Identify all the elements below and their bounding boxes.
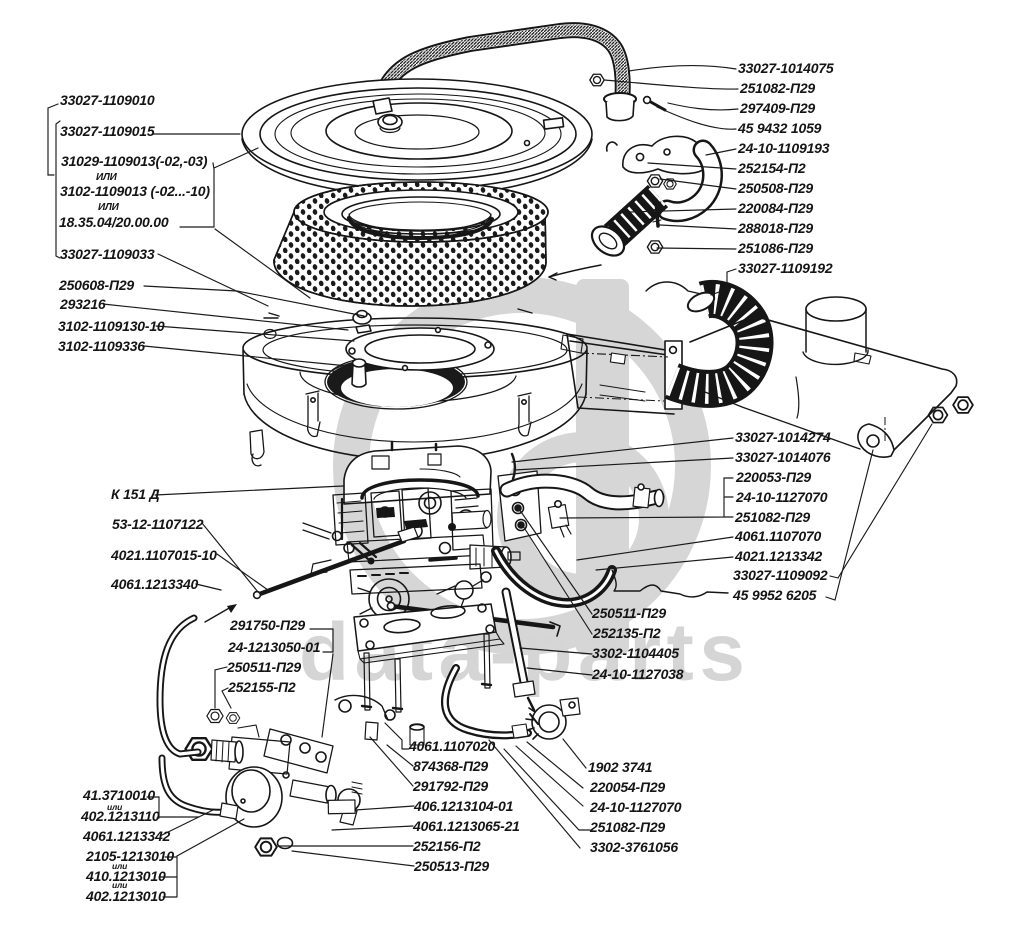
svg-text:4061.1213340: 4061.1213340 <box>110 576 199 592</box>
svg-text:4021.1107015-10: 4021.1107015-10 <box>110 547 217 563</box>
svg-text:4061.1107070: 4061.1107070 <box>734 528 822 544</box>
svg-text:252135-П2: 252135-П2 <box>592 625 661 641</box>
svg-text:288018-П29: 288018-П29 <box>737 220 813 236</box>
svg-text:252154-П2: 252154-П2 <box>737 160 806 176</box>
svg-text:252155-П2: 252155-П2 <box>227 679 296 695</box>
svg-text:3302-3761056: 3302-3761056 <box>590 839 678 855</box>
svg-text:1902 3741: 1902 3741 <box>588 759 653 775</box>
svg-text:220053-П29: 220053-П29 <box>735 469 811 485</box>
svg-text:291750-П29: 291750-П29 <box>229 617 305 633</box>
svg-text:24-10-1127070: 24-10-1127070 <box>589 799 682 815</box>
svg-text:или: или <box>107 802 123 812</box>
svg-text:45 9952 6205: 45 9952 6205 <box>732 587 817 603</box>
svg-text:293216: 293216 <box>59 296 106 312</box>
svg-text:33027-1014075: 33027-1014075 <box>738 60 834 76</box>
svg-text:33027-1014274: 33027-1014274 <box>735 429 831 445</box>
svg-text:18.35.04/20.00.00: 18.35.04/20.00.00 <box>59 214 169 230</box>
svg-text:33027-1109192: 33027-1109192 <box>738 260 833 276</box>
svg-text:406.1213104-01: 406.1213104-01 <box>413 798 514 814</box>
svg-text:33027-1109092: 33027-1109092 <box>733 567 828 583</box>
svg-text:410.1213010: 410.1213010 <box>85 868 166 884</box>
svg-text:3102-1109336: 3102-1109336 <box>58 338 145 354</box>
svg-text:251082-П29: 251082-П29 <box>734 509 810 525</box>
svg-text:45 9432 1059: 45 9432 1059 <box>737 120 822 136</box>
svg-text:250508-П29: 250508-П29 <box>737 180 813 196</box>
svg-text:297409-П29: 297409-П29 <box>739 100 815 116</box>
svg-text:220084-П29: 220084-П29 <box>737 200 813 216</box>
svg-text:4021.1213342: 4021.1213342 <box>734 548 823 564</box>
svg-text:24-10-1127070: 24-10-1127070 <box>735 489 828 505</box>
svg-text:ИЛИ: ИЛИ <box>96 172 118 183</box>
svg-text:33027-1109010: 33027-1109010 <box>60 92 155 108</box>
svg-text:33027-1109015: 33027-1109015 <box>60 123 155 139</box>
svg-text:2105-1213010: 2105-1213010 <box>85 848 174 864</box>
svg-text:874368-П29: 874368-П29 <box>413 758 488 774</box>
svg-text:251082-П29: 251082-П29 <box>589 819 665 835</box>
svg-text:250513-П29: 250513-П29 <box>413 858 489 874</box>
svg-text:или: или <box>112 880 128 890</box>
svg-text:291792-П29: 291792-П29 <box>412 778 488 794</box>
svg-text:250608-П29: 250608-П29 <box>58 277 134 293</box>
svg-text:24-10-1127038: 24-10-1127038 <box>591 666 684 682</box>
svg-text:24-1213050-01: 24-1213050-01 <box>227 639 321 655</box>
svg-text:3302-1104405: 3302-1104405 <box>592 645 679 661</box>
svg-text:или: или <box>112 861 128 871</box>
svg-text:31029-1109013(-02,-03): 31029-1109013(-02,-03) <box>61 153 208 169</box>
svg-text:4061.1107020: 4061.1107020 <box>408 738 496 754</box>
svg-text:33027-1014076: 33027-1014076 <box>735 449 831 465</box>
svg-text:33027-1109033: 33027-1109033 <box>60 246 155 262</box>
svg-text:402.1213010: 402.1213010 <box>85 888 166 904</box>
svg-text:3102-1109130-10: 3102-1109130-10 <box>58 318 165 334</box>
svg-text:4061.1213065-21: 4061.1213065-21 <box>412 818 520 834</box>
svg-text:К 151 Д: К 151 Д <box>111 486 160 502</box>
svg-text:220054-П29: 220054-П29 <box>589 779 665 795</box>
svg-text:250511-П29: 250511-П29 <box>226 659 301 675</box>
svg-text:250511-П29: 250511-П29 <box>591 605 666 621</box>
svg-text:41.3710010: 41.3710010 <box>82 787 155 803</box>
svg-text:402.1213110: 402.1213110 <box>80 808 160 824</box>
svg-text:53-12-1107122: 53-12-1107122 <box>112 516 204 532</box>
svg-text:24-10-1109193: 24-10-1109193 <box>737 140 830 156</box>
svg-text:ИЛИ: ИЛИ <box>98 202 120 213</box>
svg-text:251086-П29: 251086-П29 <box>737 240 813 256</box>
svg-text:4061.1213342: 4061.1213342 <box>82 828 171 844</box>
svg-text:252156-П2: 252156-П2 <box>412 838 481 854</box>
svg-text:251082-П29: 251082-П29 <box>739 80 815 96</box>
svg-text:3102-1109013 (-02...-10): 3102-1109013 (-02...-10) <box>60 183 210 199</box>
